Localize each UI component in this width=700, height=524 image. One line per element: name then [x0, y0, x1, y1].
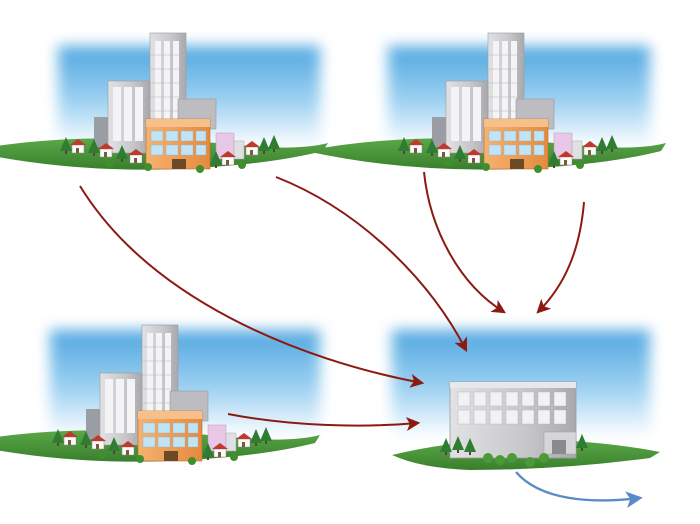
central-facility-illustration	[392, 381, 660, 470]
arrow-top-left-to-facility-short	[275, 176, 468, 353]
arrow-top-right-to-facility-left	[423, 171, 506, 314]
arrow-bottom-left-to-facility	[227, 413, 421, 431]
arrow-top-right-to-facility-right	[536, 201, 585, 314]
arrow-facility-outflow	[515, 471, 643, 509]
arrow-top-left-to-facility-long	[79, 185, 425, 388]
